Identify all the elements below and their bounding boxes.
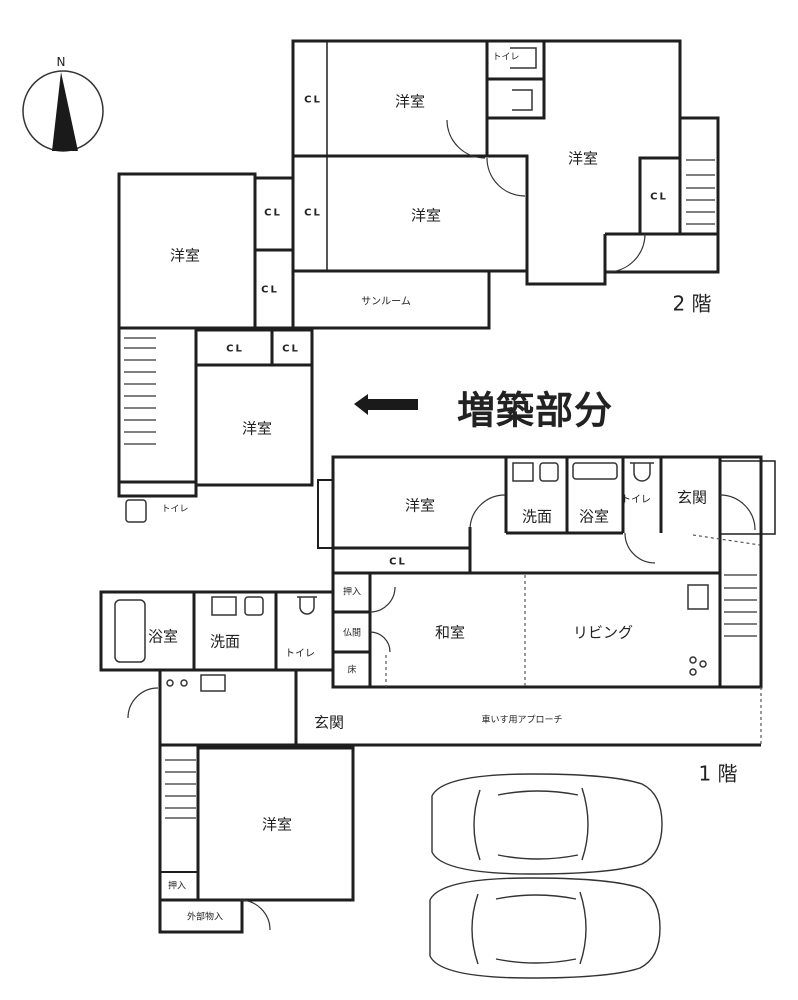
storage-exterior [158, 898, 244, 934]
room-label: 洋室 [394, 92, 426, 111]
room-2f-western-ne [525, 39, 720, 286]
arrow-left-icon [354, 394, 418, 415]
room-1f-western-s [196, 746, 355, 902]
room-label: 玄関 [313, 713, 345, 732]
room-label: CL [226, 343, 244, 355]
room-label: 洋室 [169, 246, 201, 265]
cl-2f-e [638, 156, 682, 236]
room-label: 浴室 [147, 627, 179, 646]
room-label: CL [282, 343, 300, 355]
room-label: 洋室 [567, 149, 599, 168]
room-1f-wc-w [274, 590, 335, 672]
room-label: 車いす用アプローチ [481, 715, 563, 726]
room-label: 和室 [434, 623, 466, 642]
room-label: トイレ [285, 648, 315, 660]
room-label: 洋室 [261, 815, 293, 834]
room-label: サンルーム [361, 296, 411, 308]
room-label: CL [304, 94, 322, 106]
extension-label: 増築部分 [456, 388, 614, 433]
room-label: 洗面 [521, 507, 553, 526]
room-2f-western-nw [291, 39, 489, 158]
room-2f-washroom [485, 77, 546, 120]
room-label: 浴室 [578, 507, 610, 526]
room-label: 玄関 [676, 488, 708, 507]
room-label: 押入 [167, 881, 187, 892]
car-icon [431, 773, 663, 875]
room-label: トイレ [492, 52, 520, 63]
compass-icon [22, 70, 104, 152]
compass-north-label: N [56, 55, 66, 69]
room-label: 洋室 [404, 496, 436, 515]
floor-1-label: 1 階 [698, 761, 738, 786]
room-label: トイレ [161, 504, 189, 515]
room-label: 洗面 [209, 632, 241, 651]
room-label: CL [650, 191, 668, 203]
room-label: 洋室 [241, 419, 273, 438]
room-label: 床 [347, 665, 357, 676]
room-label: CL [389, 556, 407, 568]
room-label: 仏間 [342, 628, 362, 639]
room-label: リビング [572, 623, 634, 642]
room-label: 外部物入 [186, 912, 224, 923]
room-label: 押入 [342, 587, 362, 598]
room-label: CL [264, 207, 282, 219]
car-icon [429, 877, 661, 979]
room-label: CL [261, 284, 279, 296]
floor-2-label: 2 階 [672, 291, 712, 316]
cl-2f-sw2 [270, 328, 314, 367]
room-label: トイレ [621, 494, 651, 506]
room-label: 洋室 [410, 206, 442, 225]
room-label: CL [304, 207, 322, 219]
cl-2f-w2 [253, 248, 295, 330]
